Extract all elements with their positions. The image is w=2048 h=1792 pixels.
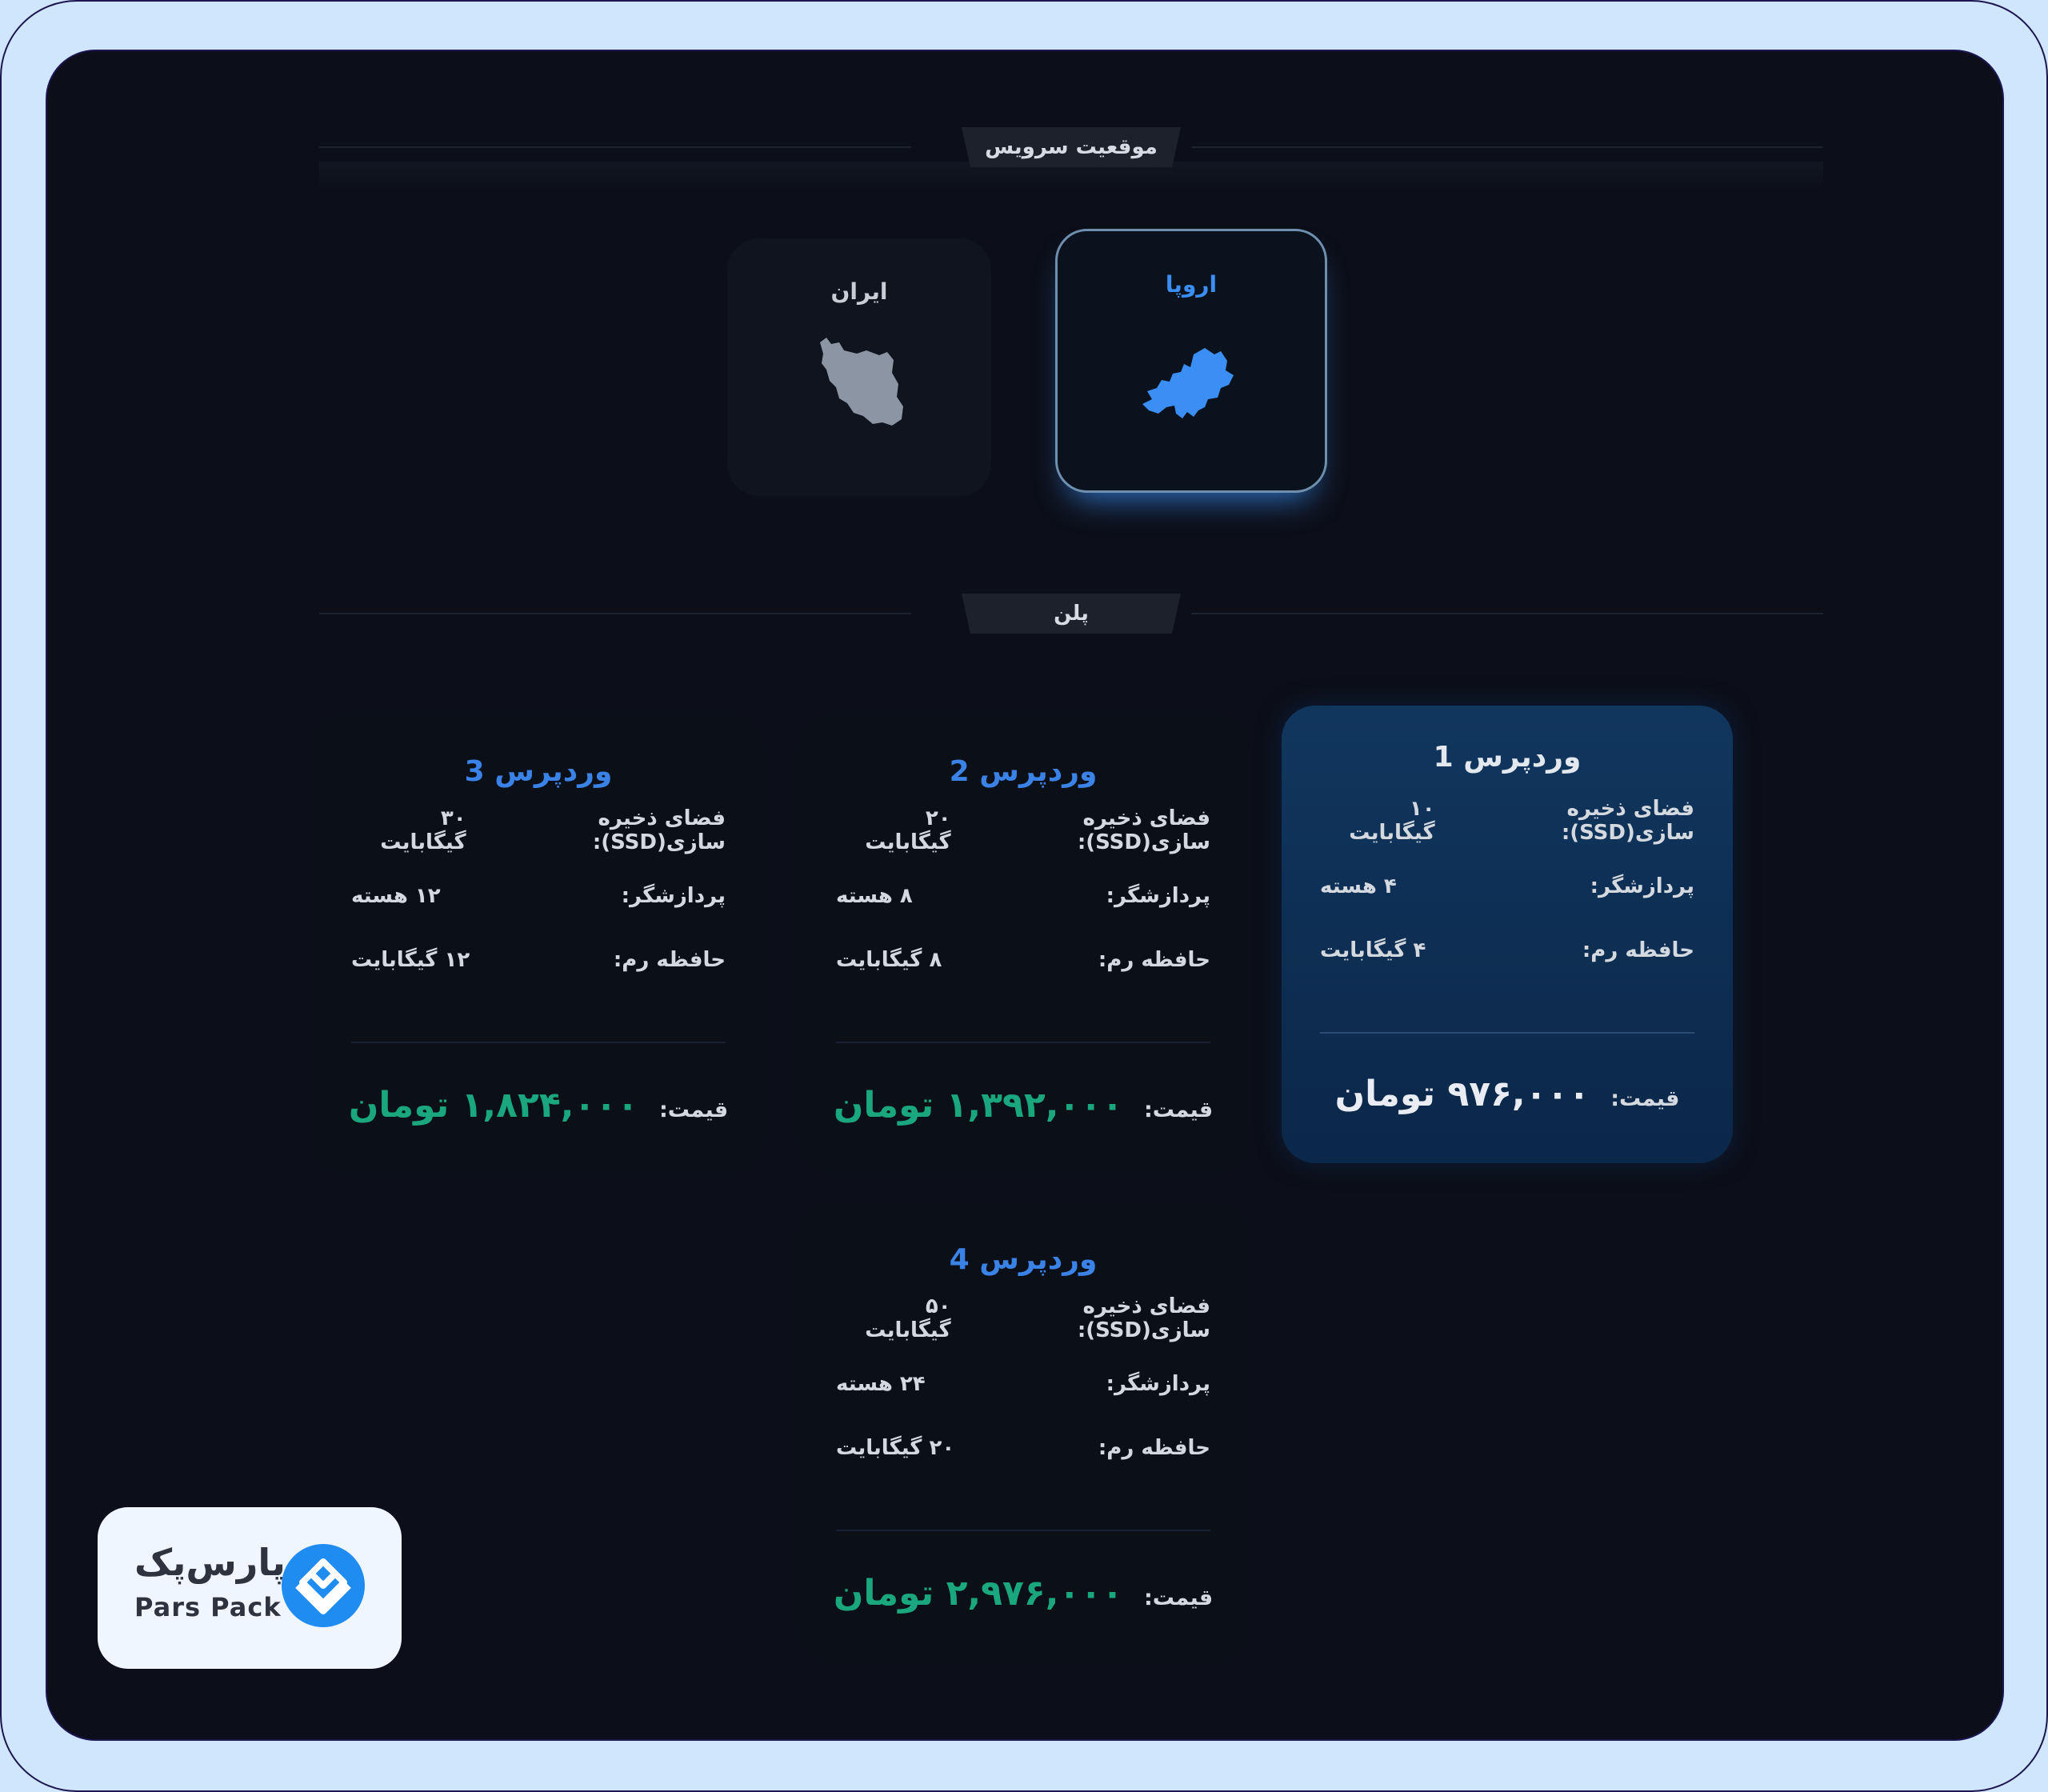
ram-row: حافظه رم: ۲۰ گیگابایت <box>836 1432 1210 1464</box>
section-divider-right <box>1191 146 1823 148</box>
price-row: قیمت: ۱,۳۹۲,۰۰۰ تومان <box>798 1085 1249 1126</box>
plan-divider <box>836 1530 1210 1531</box>
iran-map-icon <box>820 338 903 426</box>
plan-divider <box>836 1042 1210 1043</box>
ram-row: حافظه رم: ۴ گیگابایت <box>1320 934 1694 966</box>
price-row: قیمت: ۱,۸۲۴,۰۰۰ تومان <box>313 1085 764 1126</box>
storage-value: ۱۰ گیگابایت <box>1349 797 1435 845</box>
ram-label: حافظه رم: <box>1582 938 1694 962</box>
cpu-value: ۲۴ هسته <box>836 1372 926 1396</box>
location-card-europe[interactable]: اروپا <box>1055 229 1327 493</box>
cpu-row: پردازشگر: ۸ هسته <box>836 880 1210 912</box>
plan-title: وردپرس 1 <box>1433 741 1582 774</box>
price-label: قیمت: <box>1610 1086 1680 1111</box>
logo-text-en: Pars Pack <box>134 1592 282 1622</box>
ram-label: حافظه رم: <box>613 948 726 972</box>
cpu-label: پردازشگر: <box>621 884 726 908</box>
plan-divider <box>351 1042 726 1043</box>
plan-card-3[interactable]: وردپرس 3 فضای ذخیره سازی(SSD): ۳۰ گیگابا… <box>313 715 764 1173</box>
storage-row: فضای ذخیره سازی(SSD): ۲۰ گیگابایت <box>836 806 1210 854</box>
ram-value: ۲۰ گیگابایت <box>836 1436 955 1460</box>
location-name-europe: اروپا <box>1165 271 1218 298</box>
cpu-row: پردازشگر: ۱۲ هسته <box>351 880 726 912</box>
logo-text-fa: پارس‌پک <box>134 1541 286 1584</box>
price-value: ۹۷۶,۰۰۰ تومان <box>1334 1074 1590 1114</box>
plan-title: وردپرس 4 <box>949 1243 1098 1276</box>
plan-divider-right <box>1191 613 1823 614</box>
storage-row: فضای ذخیره سازی(SSD): ۱۰ گیگابایت <box>1320 797 1694 845</box>
cpu-value: ۸ هسته <box>836 884 913 908</box>
ram-label: حافظه رم: <box>1098 948 1210 972</box>
storage-value: ۵۰ گیگابایت <box>865 1294 951 1342</box>
cpu-row: پردازشگر: ۲۴ هسته <box>836 1368 1210 1400</box>
plan-selector-panel: موقعیت سرویس اروپا ایران پلن وردپرس 1 فض… <box>46 50 2004 1741</box>
storage-label: فضای ذخیره سازی(SSD): <box>1561 797 1694 845</box>
location-name-iran: ایران <box>830 278 888 305</box>
ram-value: ۸ گیگابایت <box>836 948 942 972</box>
price-value: ۱,۸۲۴,۰۰۰ تومان <box>348 1085 638 1126</box>
location-card-iran[interactable]: ایران <box>727 238 991 496</box>
storage-row: فضای ذخیره سازی(SSD): ۳۰ گیگابایت <box>351 806 726 854</box>
parspack-logo-icon <box>282 1544 365 1627</box>
plan-title: وردپرس 3 <box>464 755 613 788</box>
cpu-value: ۴ هسته <box>1320 874 1397 898</box>
ram-row: حافظه رم: ۱۲ گیگابایت <box>351 944 726 976</box>
storage-value: ۲۰ گیگابایت <box>865 806 951 854</box>
storage-label: فضای ذخیره سازی(SSD): <box>1077 1294 1210 1342</box>
europe-map-icon <box>1142 348 1234 418</box>
price-row: قیمت: ۲,۹۷۶,۰۰۰ تومان <box>798 1573 1249 1614</box>
price-label: قیمت: <box>659 1098 729 1122</box>
cpu-label: پردازشگر: <box>1590 874 1694 898</box>
ram-label: حافظه رم: <box>1098 1436 1210 1460</box>
parspack-logo-badge: پارس‌پک Pars Pack <box>98 1507 402 1669</box>
price-label: قیمت: <box>1144 1586 1214 1610</box>
plan-divider-left <box>319 613 911 614</box>
price-label: قیمت: <box>1144 1098 1214 1122</box>
plan-title: وردپرس 2 <box>949 755 1098 788</box>
storage-value: ۳۰ گیگابایت <box>380 806 466 854</box>
plan-heading: پلن <box>962 594 1181 634</box>
price-row: قیمت: ۹۷۶,۰۰۰ تومان <box>1282 1074 1733 1114</box>
storage-label: فضای ذخیره سازی(SSD): <box>1077 806 1210 854</box>
cpu-label: پردازشگر: <box>1106 884 1210 908</box>
price-value: ۱,۳۹۲,۰۰۰ تومان <box>833 1085 1123 1126</box>
storage-label: فضای ذخیره سازی(SSD): <box>592 806 726 854</box>
plan-divider <box>1320 1032 1694 1034</box>
ram-value: ۴ گیگابایت <box>1320 938 1426 962</box>
storage-row: فضای ذخیره سازی(SSD): ۵۰ گیگابایت <box>836 1294 1210 1342</box>
cpu-label: پردازشگر: <box>1106 1372 1210 1396</box>
plan-card-4[interactable]: وردپرس 4 فضای ذخیره سازی(SSD): ۵۰ گیگابا… <box>798 1203 1249 1661</box>
cpu-row: پردازشگر: ۴ هسته <box>1320 870 1694 902</box>
cpu-value: ۱۲ هسته <box>351 884 441 908</box>
plan-card-1[interactable]: وردپرس 1 فضای ذخیره سازی(SSD): ۱۰ گیگابا… <box>1282 706 1733 1163</box>
section-divider-left <box>319 146 911 148</box>
plan-card-2[interactable]: وردپرس 2 فضای ذخیره سازی(SSD): ۲۰ گیگابا… <box>798 715 1249 1173</box>
service-location-heading: موقعیت سرویس <box>962 127 1181 167</box>
ram-value: ۱۲ گیگابایت <box>351 948 470 972</box>
ram-row: حافظه رم: ۸ گیگابایت <box>836 944 1210 976</box>
price-value: ۲,۹۷۶,۰۰۰ تومان <box>833 1573 1123 1614</box>
